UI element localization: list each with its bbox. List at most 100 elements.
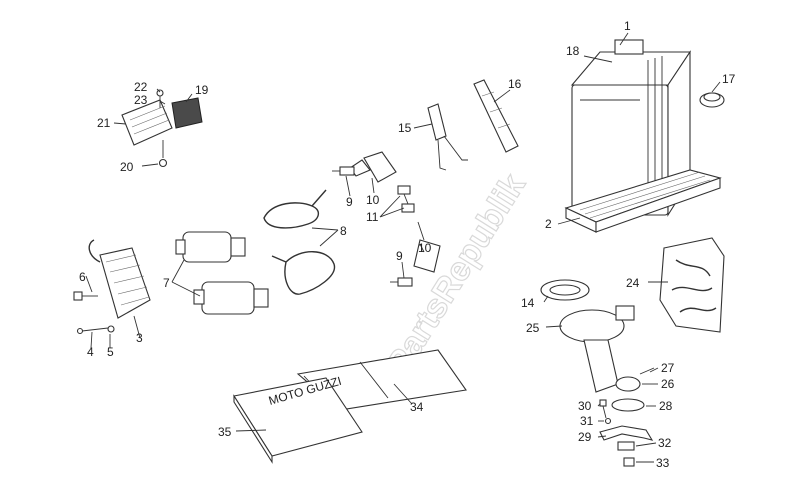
leader-14 [543,295,549,303]
leader-32 [635,442,657,447]
spark-plug-upper [332,166,355,176]
leader-9b [401,261,405,279]
wiring-harness [659,237,725,333]
leader-10b [419,243,425,253]
leader-1 [619,32,629,46]
plug-lower-body [397,277,413,287]
harness-panel [659,237,725,333]
coil-upper-cap [175,239,186,255]
callout-11: 11 [366,210,379,224]
tray-side [595,177,721,233]
callout-15: 15 [398,121,412,135]
spark-plug-lower [390,277,413,287]
lead-upper-loop [263,202,319,229]
resistor-upper [397,185,411,195]
callout-29: 29 [578,430,592,444]
washer-31-ring [604,417,612,425]
callout-2: 2 [545,217,552,231]
battery-terminal [614,39,644,55]
ht-lead-lower [271,251,336,295]
callout-20: 20 [120,160,134,174]
o-ring-28-ring [611,398,645,412]
washer-32-body [617,441,635,451]
callout-34: 34 [410,400,424,414]
plug-upper-body [339,166,355,176]
callout-16: 16 [508,77,522,91]
callout-21: 21 [97,116,111,130]
callout-24: 24 [626,276,640,290]
nut-33-body [623,457,635,467]
bolt-30-head [599,399,607,407]
clamp-inner [549,284,581,296]
callout-33: 33 [656,456,670,470]
callout-10a: 10 [366,193,380,207]
resistor-link [403,193,409,205]
leader-10a [371,177,375,194]
leader-20 [141,163,159,167]
callout-labels: 1 18 17 2 22 23 19 21 20 16 15 9 10 11 8… [79,19,736,470]
o-ring-28 [611,398,645,412]
leader-lines [85,32,721,463]
callout-19: 19 [195,83,209,97]
washer-5 [107,325,115,333]
pin-27-shank [639,367,655,375]
battery-straps [647,56,663,190]
relay-body [171,97,203,129]
callout-18: 18 [566,44,580,58]
callout-26: 26 [661,377,675,391]
callout-25: 25 [526,321,540,335]
leader-9a [345,175,351,197]
leader-3 [133,315,141,339]
callout-5: 5 [107,345,114,359]
voltage-regulator [121,89,173,168]
lead-lower-loop [284,251,336,295]
distributor-shaft [583,339,619,393]
relay [171,97,203,129]
bolt-4 [76,327,109,335]
leader-16 [493,89,511,103]
distributor-cap [559,309,625,343]
plug-cap-lower [413,221,441,273]
lead-lower-end [271,255,287,263]
callout-6: 6 [79,270,86,284]
leader-27 [649,367,659,373]
leader-34 [393,383,413,405]
callout-17: 17 [722,72,736,86]
callout-7: 7 [163,276,170,290]
bracket-15-body [427,103,447,141]
callout-14: 14 [521,296,535,310]
regulator-screw-head [156,89,164,97]
bracket-15 [427,103,468,171]
callout-27: 27 [661,361,675,375]
watermark-text: PartsRepublik [379,167,532,381]
callout-35: 35 [218,425,232,439]
gear-26 [615,376,641,392]
leader-35 [235,429,267,432]
electronic-unit [88,239,151,319]
leader-23 [159,100,166,105]
leader-22 [156,88,161,93]
coil-lower-terminal [253,288,269,308]
bracket-15-legs [437,135,468,171]
leader-29 [597,435,607,438]
bolt-4-shank [81,327,109,332]
washer-31 [604,417,612,425]
callout-28: 28 [659,399,673,413]
lead-upper-end [311,189,327,207]
holder-16-ribs [481,91,511,129]
holder-16-body [473,79,519,153]
leader-4 [90,331,93,349]
plug-cap-upper-boot [349,159,371,177]
callout-9b: 9 [396,249,403,263]
holder-16 [473,79,519,153]
bolt-4-head [76,327,84,335]
gear-26-body [615,376,641,392]
ignition-coil-upper [175,231,246,263]
plug-cap-lower-body [413,239,441,273]
leader-25 [545,325,563,328]
battery [570,39,692,217]
unit-wire [88,239,101,263]
callout-8: 8 [340,224,347,238]
unit-body [99,247,151,319]
